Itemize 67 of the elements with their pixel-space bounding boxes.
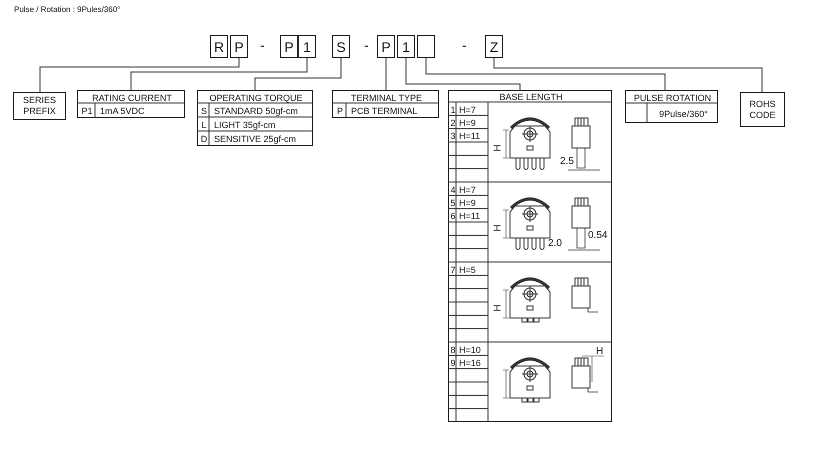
separator-dash: - (260, 39, 265, 51)
table-entry: STANDARD 50gf-cm (213, 105, 299, 118)
table-entry: 8 (449, 344, 456, 356)
separator-dash: - (364, 39, 369, 51)
table-entry: 2 (449, 116, 456, 130)
table-entry: 7 (449, 264, 456, 276)
dimension-text: H (596, 346, 604, 358)
leader-line (130, 58, 308, 90)
table-entry: H=7 (458, 184, 477, 196)
table-entry: 1mA 5VDC (99, 105, 146, 118)
code-character-box: P (377, 35, 395, 58)
table-entry: L (200, 119, 208, 132)
spec-table (332, 90, 439, 118)
table-entry: 9 (449, 356, 456, 370)
table-entry: H=9 (458, 116, 477, 130)
table-entry: H=16 (458, 356, 482, 370)
dimension-text: H (492, 304, 505, 312)
table-entry: 9Pulse/360° (658, 108, 709, 120)
table-entry: H=9 (458, 196, 477, 210)
table-entry: S (200, 105, 208, 118)
dimension-text: H (492, 144, 505, 152)
spec-table (448, 90, 612, 422)
leader-line (40, 58, 240, 92)
dimension-text: 2.0 (548, 238, 562, 250)
table-entry: 5 (449, 196, 456, 210)
dimension-text: 0.54 (588, 230, 608, 242)
table-heading: PULSE ROTATION (632, 92, 712, 104)
leader-line (426, 58, 666, 90)
category-box: SERIES PREFIX (13, 92, 66, 120)
table-entry: H=7 (458, 104, 477, 116)
table-heading: OPERATING TORQUE (208, 92, 304, 104)
dimension-text: H (492, 224, 505, 232)
spec-table (197, 90, 313, 146)
spec-table (625, 90, 718, 123)
code-character-box: P (280, 35, 298, 58)
table-entry: H=11 (458, 210, 482, 223)
leader-line (406, 58, 520, 90)
code-character-box: P (230, 35, 248, 58)
table-entry: H=11 (458, 130, 482, 143)
code-character-box: Z (485, 35, 503, 58)
table-entry: 6 (449, 210, 456, 223)
leader-line (494, 58, 762, 92)
table-heading: TERMINAL TYPE (350, 92, 423, 104)
table-entry: LIGHT 35gf-cm (213, 119, 276, 132)
table-heading: RATING CURRENT (91, 92, 173, 104)
table-entry: D (200, 133, 208, 146)
code-character-box: 1 (298, 35, 316, 58)
table-entry: P (336, 105, 344, 118)
table-entry: 1 (449, 104, 456, 116)
code-character-box: R (210, 35, 228, 58)
spec-table (77, 90, 185, 118)
table-entry: SENSITIVE 25gf-cm (213, 133, 298, 146)
code-character-box: S (332, 35, 350, 58)
table-entry: P1 (80, 105, 94, 118)
separator-dash: - (462, 39, 467, 51)
table-entry: 3 (449, 130, 456, 143)
table-entry: 4 (449, 184, 456, 196)
category-box: ROHS CODE (740, 92, 785, 127)
dimension-text: 2.5 (560, 156, 574, 168)
table-entry: H=10 (458, 344, 482, 356)
table-entry: PCB TERMINAL (350, 105, 418, 118)
title: Pulse / Rotation : 9Pules/360° (14, 4, 120, 16)
code-character-box: 1 (397, 35, 415, 58)
table-entry: H=5 (458, 264, 477, 276)
empty-code-box (417, 35, 435, 58)
leader-line (254, 58, 342, 90)
table-heading: BASE LENGTH (498, 91, 564, 103)
